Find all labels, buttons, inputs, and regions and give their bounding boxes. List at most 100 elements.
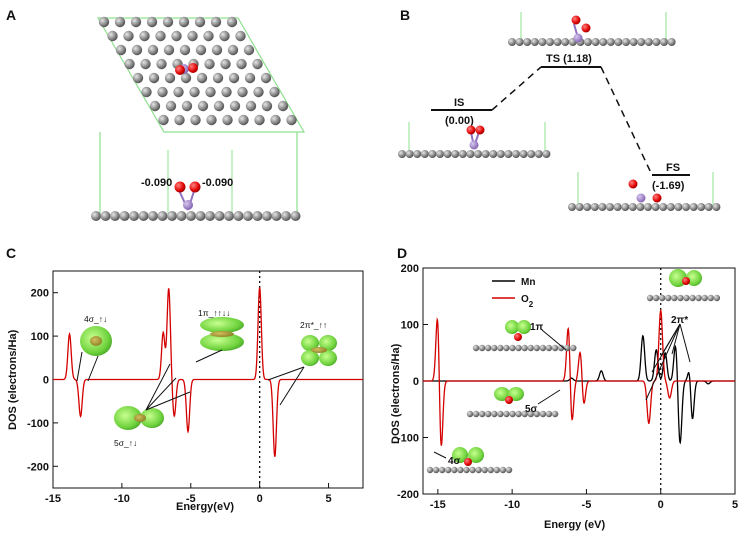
- carbon-atom: [622, 38, 630, 46]
- carbon-atom: [156, 58, 167, 70]
- carbon-atom: [270, 114, 281, 126]
- panel-a-letter: A: [6, 7, 16, 23]
- carbon-atom: [481, 150, 490, 158]
- carbon-atom: [652, 294, 660, 302]
- carbon-atom: [469, 466, 476, 474]
- carbon-atom: [206, 114, 217, 126]
- carbon-atom: [181, 100, 193, 112]
- carbon-atom: [219, 30, 230, 42]
- carbon-atom: [244, 72, 256, 84]
- carbon-atom: [515, 410, 522, 418]
- carbon-atom: [539, 344, 547, 352]
- carbon-atom: [508, 38, 516, 46]
- carbon-atom: [189, 86, 200, 98]
- carbon-atom: [443, 150, 452, 158]
- carbon-atom: [254, 114, 265, 126]
- o2-molecule-top: [175, 63, 198, 75]
- state-fs-name: FS: [666, 162, 680, 174]
- structure-ts: [508, 12, 676, 46]
- xtick-label-d: 0: [658, 499, 664, 511]
- carbon-atom: [132, 72, 144, 84]
- carbon-atom: [636, 203, 645, 211]
- carbon-atom: [139, 30, 150, 42]
- carbon-atom: [497, 410, 504, 418]
- label-2pistar-d: 2π*: [671, 315, 688, 326]
- carbon-atom: [606, 203, 614, 211]
- carbon-atom: [644, 38, 653, 46]
- carbon-atom: [542, 150, 551, 158]
- carbon-atom: [428, 150, 437, 158]
- carbon-atom: [426, 466, 434, 474]
- carbon-atom: [178, 16, 190, 28]
- xlabel-c: Energy(eV): [176, 501, 234, 513]
- charge-label-right: -0.090: [202, 177, 233, 189]
- carbon-atom: [530, 38, 539, 46]
- xtick-label-c: 0: [257, 493, 263, 505]
- carbon-atom: [457, 466, 464, 474]
- carbon-atom: [512, 150, 520, 158]
- legend-label-mn: Mn: [521, 277, 535, 288]
- carbon-atom: [628, 203, 637, 211]
- carbon-atom: [237, 86, 248, 98]
- carbon-atom: [203, 30, 214, 42]
- label-4sigma-d: 4σ: [448, 456, 461, 467]
- carbon-atom: [91, 211, 101, 221]
- carbon-atom: [398, 150, 406, 158]
- carbon-atom: [475, 466, 482, 474]
- carbon-atom: [712, 203, 721, 211]
- carbon-atom: [491, 344, 498, 352]
- carbon-atom: [174, 114, 185, 126]
- o2-mn-side: [174, 181, 201, 211]
- carbon-atom: [644, 203, 652, 211]
- carbon-atom: [504, 150, 513, 158]
- carbon-atom: [162, 16, 174, 28]
- carbon-atom: [157, 86, 168, 98]
- carbon-atom: [165, 100, 177, 112]
- carbon-atom: [228, 72, 240, 84]
- carbon-atom: [551, 344, 559, 352]
- carbon-atom: [689, 294, 696, 302]
- carbon-atom: [503, 410, 510, 418]
- carbon-atom: [119, 211, 130, 221]
- structure-fs: [568, 172, 721, 211]
- carbon-atom: [629, 38, 638, 46]
- carbon-atom: [487, 466, 494, 474]
- carbon-atom: [646, 294, 654, 302]
- carbon-atom: [238, 114, 249, 126]
- ytick-label-c: 200: [31, 288, 49, 300]
- carbon-atom: [584, 38, 592, 46]
- carbon-atom: [148, 211, 158, 221]
- carbon-atom: [229, 100, 241, 112]
- carbon-atom: [478, 410, 486, 418]
- carbon-atom: [148, 72, 160, 84]
- carbon-atom: [260, 72, 272, 84]
- xtick-label-d: -10: [504, 499, 520, 511]
- carbon-atom: [519, 150, 528, 158]
- carbon-atom: [211, 44, 223, 56]
- carbon-atom: [130, 16, 142, 28]
- carbon-atom: [224, 211, 234, 221]
- carbon-atom: [533, 344, 540, 352]
- inset-5sigma: 5σ: [466, 387, 559, 418]
- ytick-label-c: -100: [27, 418, 49, 430]
- carbon-atom: [533, 410, 541, 418]
- carbon-atom: [553, 38, 562, 46]
- carbon-atom: [659, 203, 668, 211]
- carbon-atom: [704, 203, 713, 211]
- carbon-atom: [497, 344, 504, 352]
- carbon-atom: [599, 38, 608, 46]
- panel-d-letter: D: [397, 245, 407, 261]
- carbon-atom: [509, 410, 516, 418]
- orbital-2pistar: 2π*_↑↑: [300, 320, 337, 366]
- carbon-atom: [613, 203, 622, 211]
- carbon-atom: [186, 211, 196, 221]
- carbon-atom: [683, 294, 690, 302]
- carbon-atom: [652, 38, 661, 46]
- carbon-atom: [226, 16, 238, 28]
- carbon-atom: [204, 58, 215, 70]
- carbon-atom: [493, 466, 501, 474]
- carbon-atom: [557, 344, 565, 352]
- ytick-label-d: 200: [401, 263, 419, 275]
- carbon-atom: [472, 410, 480, 418]
